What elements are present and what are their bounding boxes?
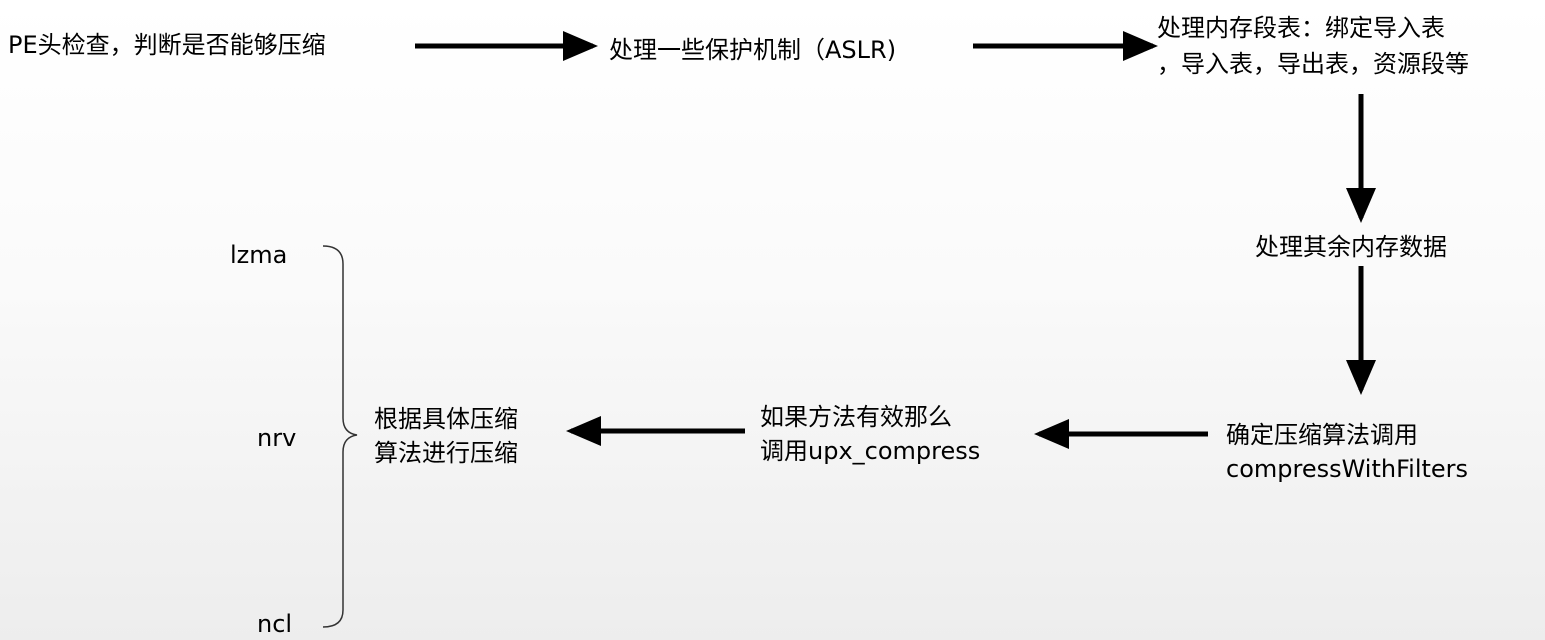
step-compress-line2: 算法进行压缩 [374, 439, 518, 467]
step-protection: 处理一些保护机制（ASLR) [609, 36, 897, 64]
algorithm-nrv: nrv [257, 424, 297, 452]
step-segments-line2: ，导入表，导出表，资源段等 [1157, 50, 1469, 78]
step-segments-line1: 处理内存段表：绑定导入表 [1157, 14, 1445, 42]
step-pe-header-check: PE头检查，判断是否能够压缩 [8, 31, 326, 59]
step-choose-line1: 确定压缩算法调用 [1226, 421, 1418, 449]
step-upx-line1: 如果方法有效那么 [760, 403, 952, 431]
algorithm-ncl: ncl [257, 610, 293, 638]
step-choose-line2: compressWithFilters [1226, 455, 1469, 483]
algorithm-bracket [322, 245, 358, 628]
algorithm-lzma: lzma [230, 241, 288, 269]
step-other-memory: 处理其余内存数据 [1255, 233, 1447, 261]
step-upx-line2: 调用upx_compress [760, 437, 981, 465]
step-compress-line1: 根据具体压缩 [374, 405, 518, 433]
